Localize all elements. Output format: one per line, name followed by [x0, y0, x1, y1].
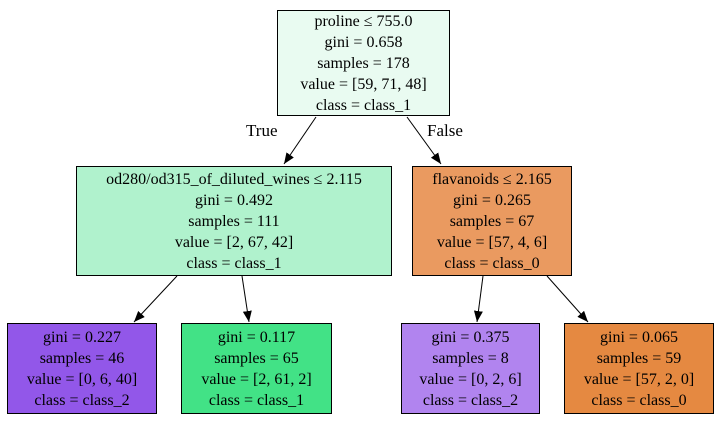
- node-class: class = class_1: [208, 391, 305, 409]
- node-samples: samples = 8: [432, 349, 509, 367]
- node-samples: samples = 59: [596, 349, 682, 367]
- tree-node-od280-split: od280/od315_of_diluted_wines ≤ 2.115 gin…: [76, 166, 392, 276]
- node-split-condition: od280/od315_of_diluted_wines ≤ 2.115: [106, 170, 362, 188]
- node-split-condition: flavanoids ≤ 2.165: [432, 170, 552, 188]
- edge-flavanoids-to-leaf3: [473, 275, 484, 323]
- edge-flavanoids-to-leaf4: [546, 275, 589, 323]
- tree-node-leaf-3: gini = 0.375 samples = 8 value = [0, 2, …: [401, 323, 540, 414]
- tree-node-root: proline ≤ 755.0 gini = 0.658 samples = 1…: [277, 10, 450, 116]
- edge-root-to-od280: [283, 116, 317, 165]
- node-value: value = [0, 6, 40]: [26, 370, 138, 388]
- tree-node-leaf-1: gini = 0.227 samples = 46 value = [0, 6,…: [7, 323, 157, 414]
- node-value: value = [57, 2, 0]: [583, 370, 695, 388]
- edge-label-false: False: [427, 121, 463, 140]
- node-class: class = class_2: [422, 391, 519, 409]
- node-class: class = class_2: [34, 391, 130, 409]
- node-split-condition: proline ≤ 755.0: [314, 12, 413, 30]
- node-samples: samples = 46: [39, 349, 125, 367]
- node-value: value = [2, 61, 2]: [201, 370, 312, 388]
- node-gini: gini = 0.492: [195, 191, 273, 209]
- edge-label-true: True: [246, 121, 278, 140]
- node-class: class = class_1: [186, 254, 282, 272]
- node-samples: samples = 178: [317, 54, 410, 72]
- node-gini: gini = 0.117: [217, 328, 296, 346]
- node-value: value = [2, 67, 42]: [174, 233, 294, 251]
- node-value: value = [59, 71, 48]: [300, 75, 427, 93]
- tree-node-leaf-2: gini = 0.117 samples = 65 value = [2, 61…: [181, 323, 332, 414]
- node-samples: samples = 65: [214, 349, 299, 367]
- node-gini: gini = 0.375: [431, 328, 510, 346]
- node-samples: samples = 67: [449, 212, 535, 230]
- node-samples: samples = 111: [188, 212, 280, 230]
- tree-node-leaf-4: gini = 0.065 samples = 59 value = [57, 2…: [564, 323, 714, 414]
- edge-od280-to-leaf1: [133, 275, 178, 323]
- node-gini: gini = 0.658: [324, 33, 403, 51]
- edge-od280-to-leaf2: [241, 275, 252, 323]
- node-class: class = class_1: [315, 96, 412, 114]
- node-gini: gini = 0.227: [43, 328, 121, 346]
- tree-node-flavanoids-split: flavanoids ≤ 2.165 gini = 0.265 samples …: [412, 166, 572, 276]
- node-class: class = class_0: [444, 254, 540, 272]
- node-gini: gini = 0.265: [453, 191, 531, 209]
- node-value: value = [0, 2, 6]: [419, 370, 522, 388]
- node-value: value = [57, 4, 6]: [436, 233, 548, 251]
- node-gini: gini = 0.065: [600, 328, 678, 346]
- node-class: class = class_0: [591, 391, 687, 409]
